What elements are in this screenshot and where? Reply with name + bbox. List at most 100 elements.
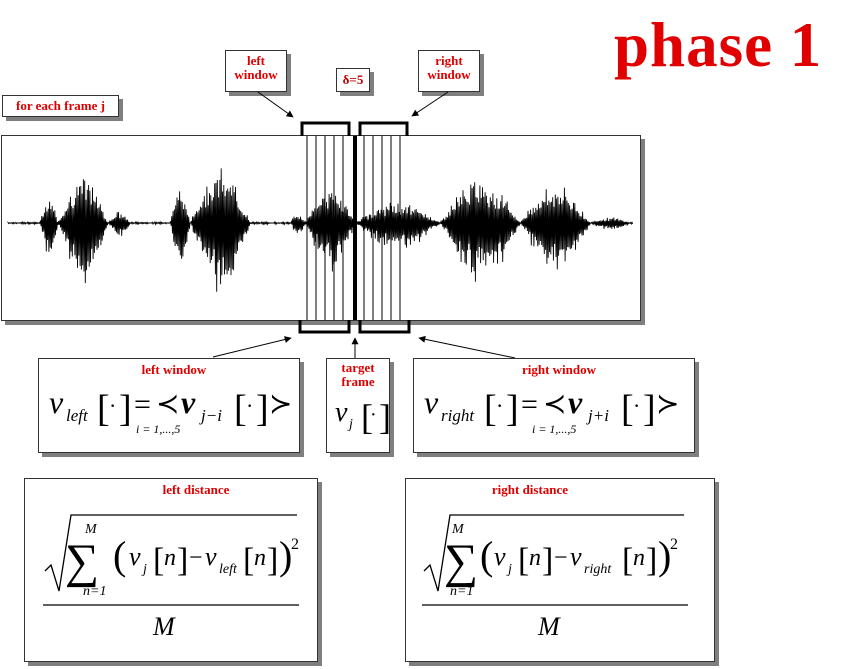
svg-text:]: ] [646,542,657,579]
right-window-rhs-sub: j+i [586,406,609,425]
right-distance-box: right distance M ∑ n=1 ( v j [n] − v rig… [405,478,715,662]
left-window-top-line2: window [234,67,278,83]
svg-text:v: v [570,542,582,571]
svg-text:[: [ [153,542,164,579]
svg-text:·: · [109,393,116,418]
svg-text:n: n [164,545,176,571]
right-window-heading: right window [521,362,597,377]
svg-text:v: v [129,542,141,571]
svg-text:]: ] [177,542,188,579]
target-frame-line2: frame [341,374,375,390]
left-window-top-line1: left [246,53,266,68]
left-window-formula-box: left window v left [·] = ≺ v j−i [·] ≻ i… [38,358,300,453]
right-distance-lower: n=1 [450,584,473,599]
right-distance-formula: M ∑ n=1 ( v j [n] − v right [n] ) 2 M [422,514,688,641]
right-distance-sub-b: right [584,562,612,577]
svg-text:): ) [279,533,292,578]
svg-text:[: [ [518,542,529,579]
svg-text:−: − [189,545,203,571]
svg-text:[: [ [621,388,634,430]
svg-text:[: [ [234,388,247,430]
left-distance-sub-b: left [219,562,238,577]
svg-text:−: − [554,545,568,571]
svg-text:∑: ∑ [444,535,478,588]
svg-text:=: = [134,388,151,421]
arrow-left-window-bottom [212,336,292,358]
left-distance-upper: M [84,522,98,537]
svg-text:[: [ [361,397,373,437]
left-window-rhs-sub: j−i [199,406,222,425]
left-distance-sub-a: j [141,562,147,577]
right-window-top-label: right window [418,50,480,92]
svg-text:]: ] [119,388,132,430]
right-distance-sub-a: j [506,562,512,577]
right-window-lhs-sub: right [441,406,475,425]
right-distance-heading: right distance [491,482,569,497]
left-window-bracket-top [300,121,351,136]
svg-text:≻: ≻ [656,389,679,420]
svg-text:v: v [568,384,583,420]
svg-text:≺: ≺ [543,389,566,420]
svg-text:·: · [370,404,377,426]
phase-title: phase 1 [614,10,823,80]
left-distance-heading: left distance [162,482,230,497]
svg-text:=: = [521,388,538,421]
svg-text:n: n [529,545,541,571]
svg-text:(: ( [480,533,493,578]
svg-text:v: v [494,542,506,571]
target-frame-box: target frame v j [·] [326,358,391,453]
speech-waveform [7,168,634,292]
right-distance-exponent: 2 [670,536,678,553]
svg-text:]: ] [256,388,269,430]
svg-text:n: n [254,545,266,571]
left-window-formula: v left [·] = ≺ v j−i [·] ≻ i = 1,...,5 [49,384,292,436]
svg-text:v: v [424,384,439,420]
left-window-lhs-sub: left [66,406,89,425]
target-frame-formula: v j [·] [335,397,391,437]
svg-text:n: n [633,545,645,571]
svg-text:≺: ≺ [156,389,179,420]
arrow-right-window-bottom [418,335,516,359]
svg-text:[: [ [97,388,110,430]
svg-text:]: ] [379,397,391,437]
target-frame-line1: target [341,360,375,375]
right-window-range: i = 1,...,5 [532,422,576,436]
svg-text:·: · [246,393,253,418]
svg-text:(: ( [113,533,126,578]
svg-text:·: · [633,393,640,418]
svg-text:[: [ [243,542,254,579]
svg-text:[: [ [622,542,633,579]
svg-text:]: ] [542,542,553,579]
target-frame-heading: target frame [327,360,389,390]
svg-text:·: · [496,393,503,418]
delta-label: δ=5 [336,68,370,92]
right-window-formula: v right [·] = ≺ v j+i [·] ≻ i = 1,...,5 [424,384,679,436]
svg-text:v: v [181,384,196,420]
svg-text:v: v [335,397,348,428]
right-distance-upper: M [451,522,465,537]
right-window-bracket-top [358,121,409,136]
for-each-frame-label: for each frame j [2,95,119,117]
svg-text:∑: ∑ [65,535,99,588]
left-distance-formula: M ∑ n=1 ( v j [n] − v left [n] ) 2 M [43,514,299,641]
left-distance-lower: n=1 [83,584,106,599]
left-distance-box: left distance M ∑ n=1 ( v j [n] − v left… [24,478,318,662]
left-window-range: i = 1,...,5 [136,422,180,436]
left-window-top-label: left window [225,50,287,92]
svg-text:≻: ≻ [269,389,292,420]
for-each-frame-text: for each frame j [16,98,105,113]
svg-text:v: v [49,384,64,420]
right-window-top-line2: window [427,67,471,83]
target-frame-sub: j [347,417,353,432]
left-distance-exponent: 2 [291,536,299,553]
arrow-left-window-top [257,91,294,118]
svg-text:]: ] [267,542,278,579]
frame-lines [306,136,401,320]
waveform-trace [7,168,634,292]
delta-text: δ=5 [342,72,364,87]
svg-text:]: ] [506,388,519,430]
right-window-bracket-bottom [358,320,411,334]
svg-text:[: [ [484,388,497,430]
left-distance-denominator: M [152,612,176,641]
